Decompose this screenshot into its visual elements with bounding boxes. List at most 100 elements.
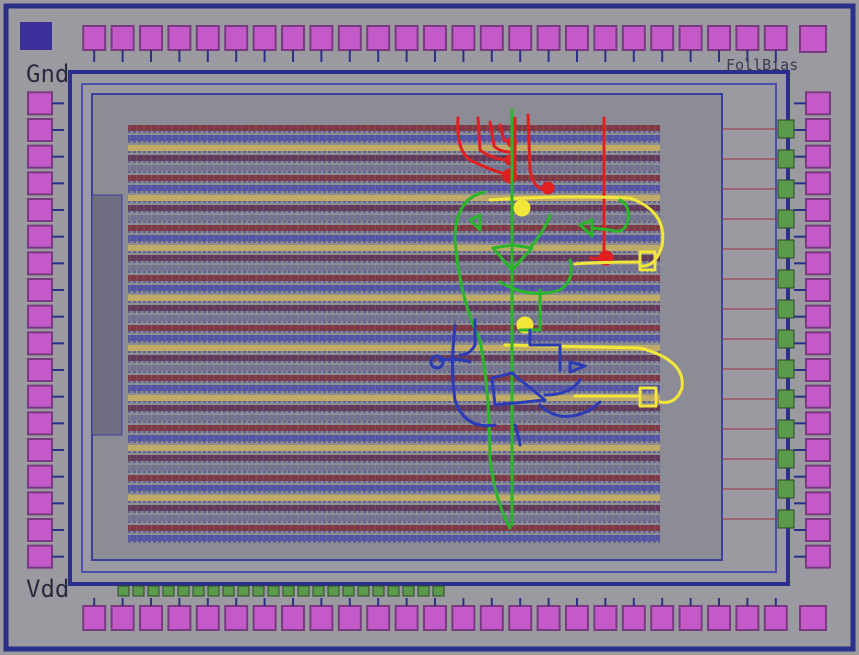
top-pad	[621, 25, 646, 51]
right-logic-cell	[777, 209, 795, 229]
right-pad	[805, 144, 831, 169]
cell-row	[128, 235, 660, 241]
bottom-pad	[139, 605, 163, 631]
cell-row	[128, 335, 660, 341]
annotation-yellow	[488, 195, 684, 408]
annotation-overlay	[429, 108, 684, 530]
cell-row	[128, 475, 660, 481]
right-pad	[805, 518, 831, 542]
top-pad	[565, 25, 589, 51]
left-pad	[27, 171, 53, 196]
cell-row	[128, 425, 660, 431]
right-pad	[805, 331, 831, 356]
cell-row	[128, 245, 660, 251]
left-pad	[27, 411, 53, 436]
cell-row	[128, 295, 660, 301]
cell-row	[128, 205, 660, 211]
cell-row	[128, 535, 660, 541]
cell-row	[128, 395, 660, 401]
cell-row	[128, 145, 660, 151]
cell-row	[128, 445, 660, 451]
bottom-logic-cell	[192, 585, 205, 597]
bottom-logic-cell	[312, 585, 325, 597]
right-pad	[805, 544, 831, 569]
cell-row	[128, 215, 660, 221]
cell-row	[128, 515, 660, 521]
cell-row	[128, 185, 660, 191]
vdd-label: Vdd	[26, 575, 69, 603]
bottom-logic-cell	[417, 585, 430, 597]
bottom-pad	[621, 605, 646, 631]
bottom-logic-cell	[117, 585, 130, 597]
cell-row	[128, 525, 660, 531]
cell-row	[128, 135, 660, 141]
bottom-logic-cell	[177, 585, 190, 597]
top-pad	[735, 25, 760, 51]
top-pad	[394, 25, 419, 51]
right-logic-cell	[777, 269, 795, 289]
bottom-pad	[536, 605, 561, 631]
bottom-pad	[366, 605, 391, 631]
pad-row-top	[82, 25, 827, 631]
left-pad	[27, 518, 53, 542]
cell-row	[128, 315, 660, 321]
corner-pad-bottom-right	[799, 605, 827, 631]
bottom-pad	[479, 605, 504, 631]
bottom-logic-cell	[387, 585, 400, 597]
left-pad	[27, 384, 53, 409]
top-pad	[508, 25, 533, 51]
top-pad	[479, 25, 504, 51]
cell-row	[128, 355, 660, 361]
right-pad	[805, 171, 831, 196]
bottom-pad	[167, 605, 192, 631]
top-pad	[678, 25, 703, 51]
right-logic-cell	[777, 149, 795, 169]
bottom-logic-cell	[162, 585, 175, 597]
top-pad	[423, 25, 447, 51]
right-pad	[805, 251, 831, 276]
right-pad	[805, 304, 831, 329]
bottom-pad	[735, 605, 760, 631]
bottom-pad	[309, 605, 334, 631]
bottom-logic-cell	[147, 585, 160, 597]
bottom-logic-cell	[252, 585, 265, 597]
bottom-pad	[565, 605, 589, 631]
bottom-logic-cell	[372, 585, 385, 597]
annotation-green	[453, 108, 630, 530]
bottom-logic-cell	[402, 585, 415, 597]
bottom-pad	[281, 605, 305, 631]
right-logic-cell	[777, 179, 795, 199]
pad-column-left	[27, 91, 64, 569]
bottom-pad	[195, 605, 220, 631]
bottom-logic-cell	[207, 585, 220, 597]
left-pad	[27, 464, 53, 489]
left-pad	[27, 358, 53, 382]
top-pad	[593, 25, 618, 51]
bottom-pad	[423, 605, 447, 631]
right-logic-cell	[777, 509, 795, 529]
right-logic-column	[117, 119, 795, 597]
left-pad	[27, 144, 53, 169]
top-pad	[281, 25, 305, 51]
cell-row	[128, 275, 660, 281]
bottom-pad	[337, 605, 362, 631]
bottom-pad	[394, 605, 419, 631]
right-logic-cell	[777, 449, 795, 469]
power-ring-outer	[68, 70, 790, 586]
bottom-pad	[252, 605, 277, 631]
pad-column-right	[794, 91, 831, 569]
top-pad	[110, 25, 135, 51]
cell-row	[128, 375, 660, 381]
right-pad	[805, 491, 831, 516]
right-logic-cell	[777, 479, 795, 499]
annotation-blue	[429, 318, 602, 447]
core-cell-array	[128, 125, 660, 543]
cell-row	[128, 195, 660, 201]
top-pad	[650, 25, 675, 51]
power-ring-inner	[81, 83, 777, 573]
cell-row	[128, 175, 660, 181]
die-frame	[3, 3, 856, 652]
bottom-logic-cell	[342, 585, 355, 597]
corner-pad-top-right	[799, 25, 827, 53]
